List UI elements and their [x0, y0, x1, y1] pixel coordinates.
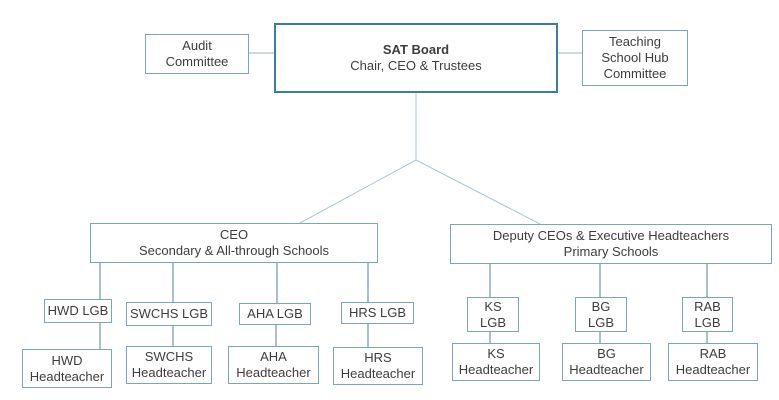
- headteacher-label: Headteacher: [131, 365, 207, 380]
- lgb-label: HRS LGB: [348, 305, 407, 320]
- headteacher-label: RAB: [699, 346, 727, 361]
- lgb-label: BG: [591, 298, 611, 314]
- connector-line: [415, 159, 541, 225]
- audit-committee-label: Audit: [182, 38, 212, 53]
- headteacher-box-bg: BG Headteacher: [562, 343, 651, 381]
- teaching-hub-label: School Hub: [601, 50, 669, 65]
- headteacher-label: Headteacher: [458, 362, 534, 377]
- lgb-label: KS: [484, 298, 502, 314]
- headteacher-label: Headteacher: [29, 368, 105, 384]
- lgb-box-ks: KS LGB: [467, 297, 519, 332]
- sat-board-subtitle: Chair, CEO & Trustees: [350, 58, 482, 73]
- headteacher-box-rab: RAB Headteacher: [668, 343, 758, 381]
- headteacher-box-aha: AHA Headteacher: [228, 346, 319, 384]
- lgb-box-bg: BG LGB: [575, 297, 627, 332]
- headteacher-label: BG: [597, 346, 616, 361]
- lgb-label: LGB: [694, 314, 721, 330]
- headteacher-box-ks: KS Headteacher: [452, 343, 540, 381]
- lgb-label: AHA LGB: [247, 306, 303, 321]
- lgb-box-aha: AHA LGB: [239, 303, 311, 325]
- ceo-title: CEO: [219, 227, 249, 242]
- lgb-box-hwd: HWD LGB: [44, 299, 112, 323]
- audit-committee-box: Audit Committee: [145, 34, 249, 74]
- lgb-label: RAB: [694, 298, 721, 314]
- headteacher-label: Headteacher: [236, 365, 311, 380]
- teaching-hub-label: Teaching: [608, 34, 662, 49]
- connector-line: [299, 159, 417, 224]
- lgb-box-swchs: SWCHS LGB: [126, 302, 212, 326]
- headteacher-label: Headteacher: [675, 362, 751, 377]
- headteacher-label: SWCHS: [144, 349, 194, 364]
- lgb-label: LGB: [587, 314, 614, 330]
- lgb-label: LGB: [479, 314, 506, 330]
- headteacher-label: Headteacher: [340, 366, 416, 381]
- headteacher-label: AHA: [260, 349, 287, 364]
- lgb-label: HWD LGB: [47, 303, 109, 318]
- sat-board-box: SAT Board Chair, CEO & Trustees: [274, 23, 558, 93]
- teaching-school-hub-box: Teaching School Hub Committee: [582, 30, 688, 86]
- ceo-box: CEO Secondary & All-through Schools: [90, 223, 378, 263]
- headteacher-box-swchs: SWCHS Headteacher: [126, 346, 212, 384]
- deputy-ceos-subtitle: Primary Schools: [563, 244, 659, 259]
- deputy-ceos-box: Deputy CEOs & Executive Headteachers Pri…: [450, 224, 772, 264]
- headteacher-label: Headteacher: [569, 362, 644, 377]
- headteacher-label: KS: [487, 346, 505, 361]
- headteacher-box-hwd: HWD Headteacher: [22, 349, 112, 388]
- teaching-hub-label: Committee: [603, 66, 667, 81]
- audit-committee-label: Committee: [165, 54, 229, 69]
- ceo-subtitle: Secondary & All-through Schools: [138, 243, 330, 258]
- headteacher-box-hrs: HRS Headteacher: [333, 347, 423, 385]
- headteacher-label: HRS: [364, 350, 392, 365]
- lgb-box-hrs: HRS LGB: [341, 302, 414, 324]
- lgb-label: SWCHS LGB: [129, 306, 208, 321]
- lgb-box-rab: RAB LGB: [682, 297, 733, 332]
- sat-board-title: SAT Board: [382, 42, 450, 57]
- deputy-ceos-title: Deputy CEOs & Executive Headteachers: [492, 228, 730, 243]
- headteacher-label: HWD: [51, 352, 83, 368]
